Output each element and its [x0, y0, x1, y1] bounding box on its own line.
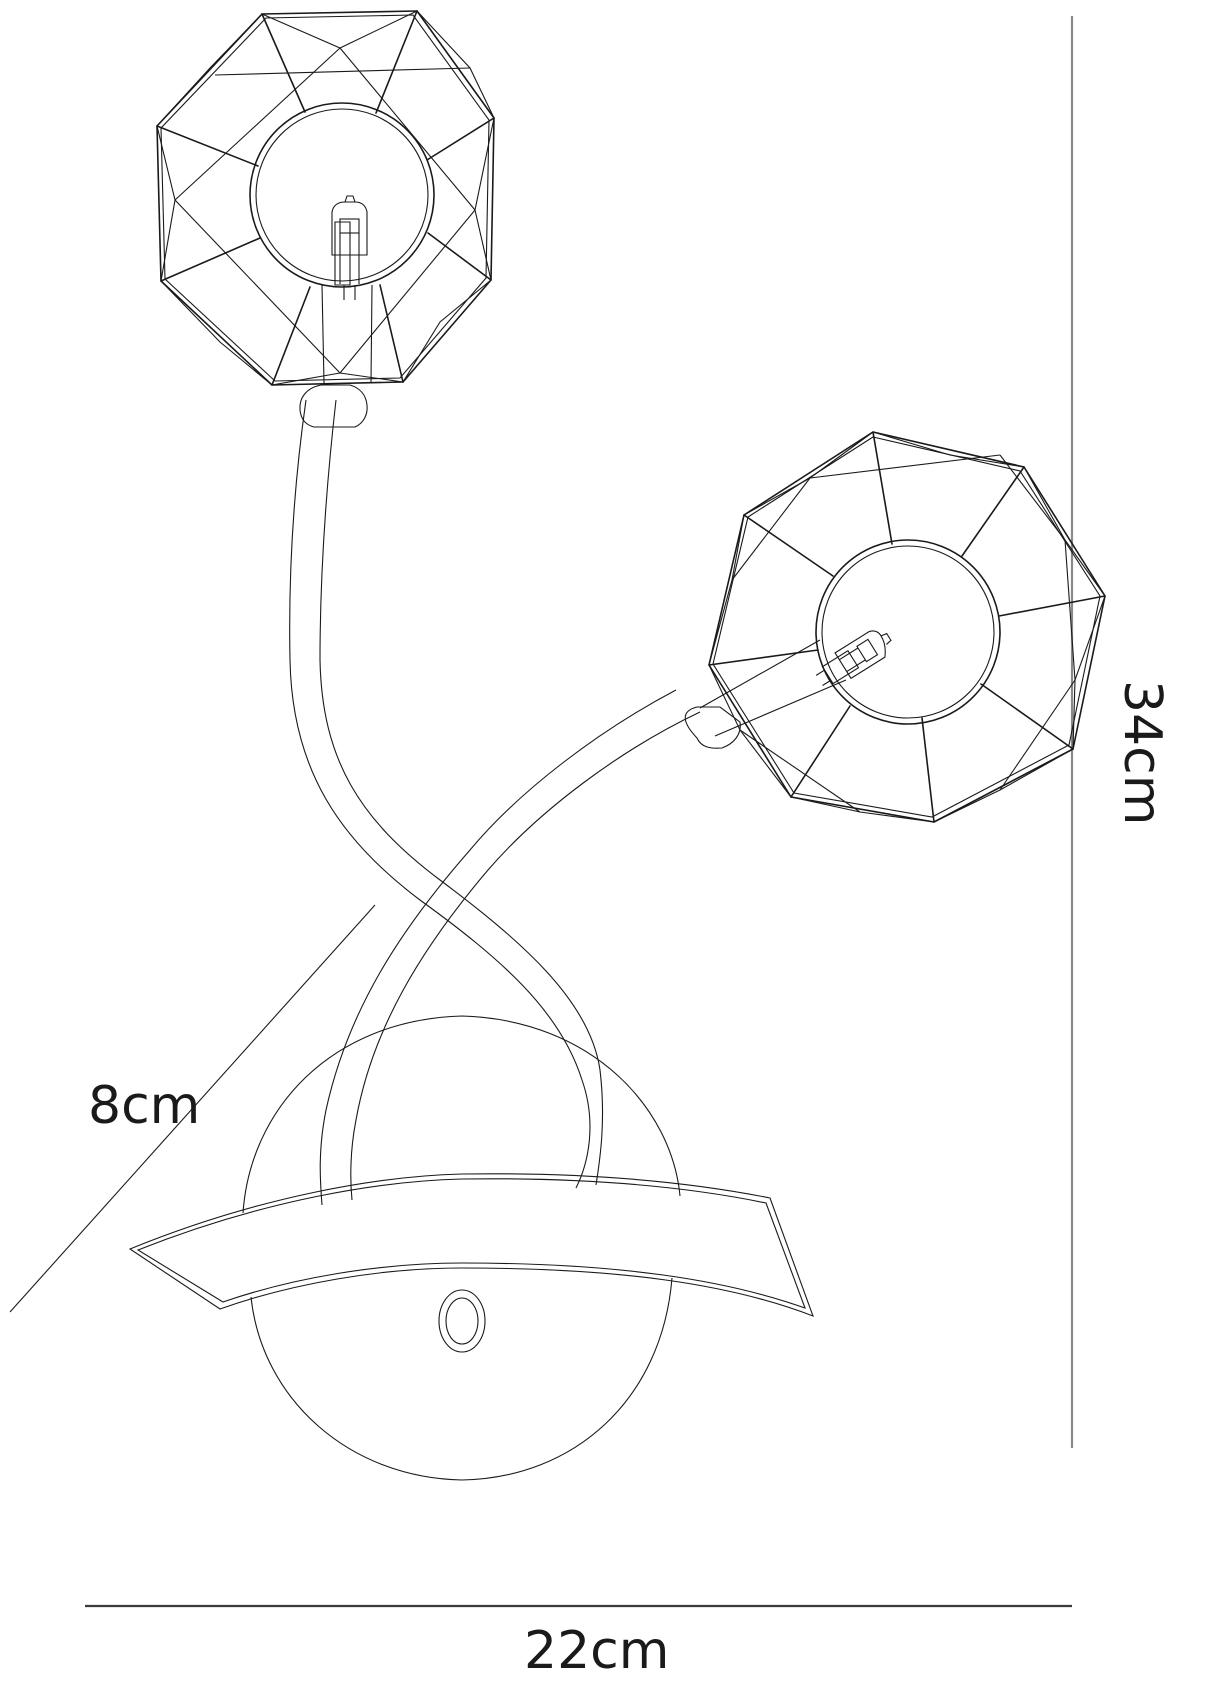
depth-dimension-line — [9, 904, 376, 1313]
dimension-lines — [9, 16, 1074, 1608]
cross-bar — [128, 1173, 814, 1353]
height-dimension-label: 34cm — [1112, 680, 1172, 826]
right-arm — [319, 689, 701, 1206]
width-dimension-label: 22cm — [524, 1621, 670, 1681]
right-knuckle — [684, 706, 741, 749]
upper-knuckle — [299, 384, 368, 428]
upper-arm — [289, 399, 604, 1189]
right-shade — [684, 431, 1106, 823]
wall-backplate — [242, 1015, 681, 1481]
upper-bulb — [331, 195, 368, 300]
fixing-screw-inner — [445, 1297, 479, 1345]
fixing-screw-outer — [438, 1289, 486, 1353]
right-bulb — [815, 630, 892, 686]
depth-dimension-label: 8cm — [88, 1076, 201, 1136]
upper-shade — [156, 10, 495, 428]
